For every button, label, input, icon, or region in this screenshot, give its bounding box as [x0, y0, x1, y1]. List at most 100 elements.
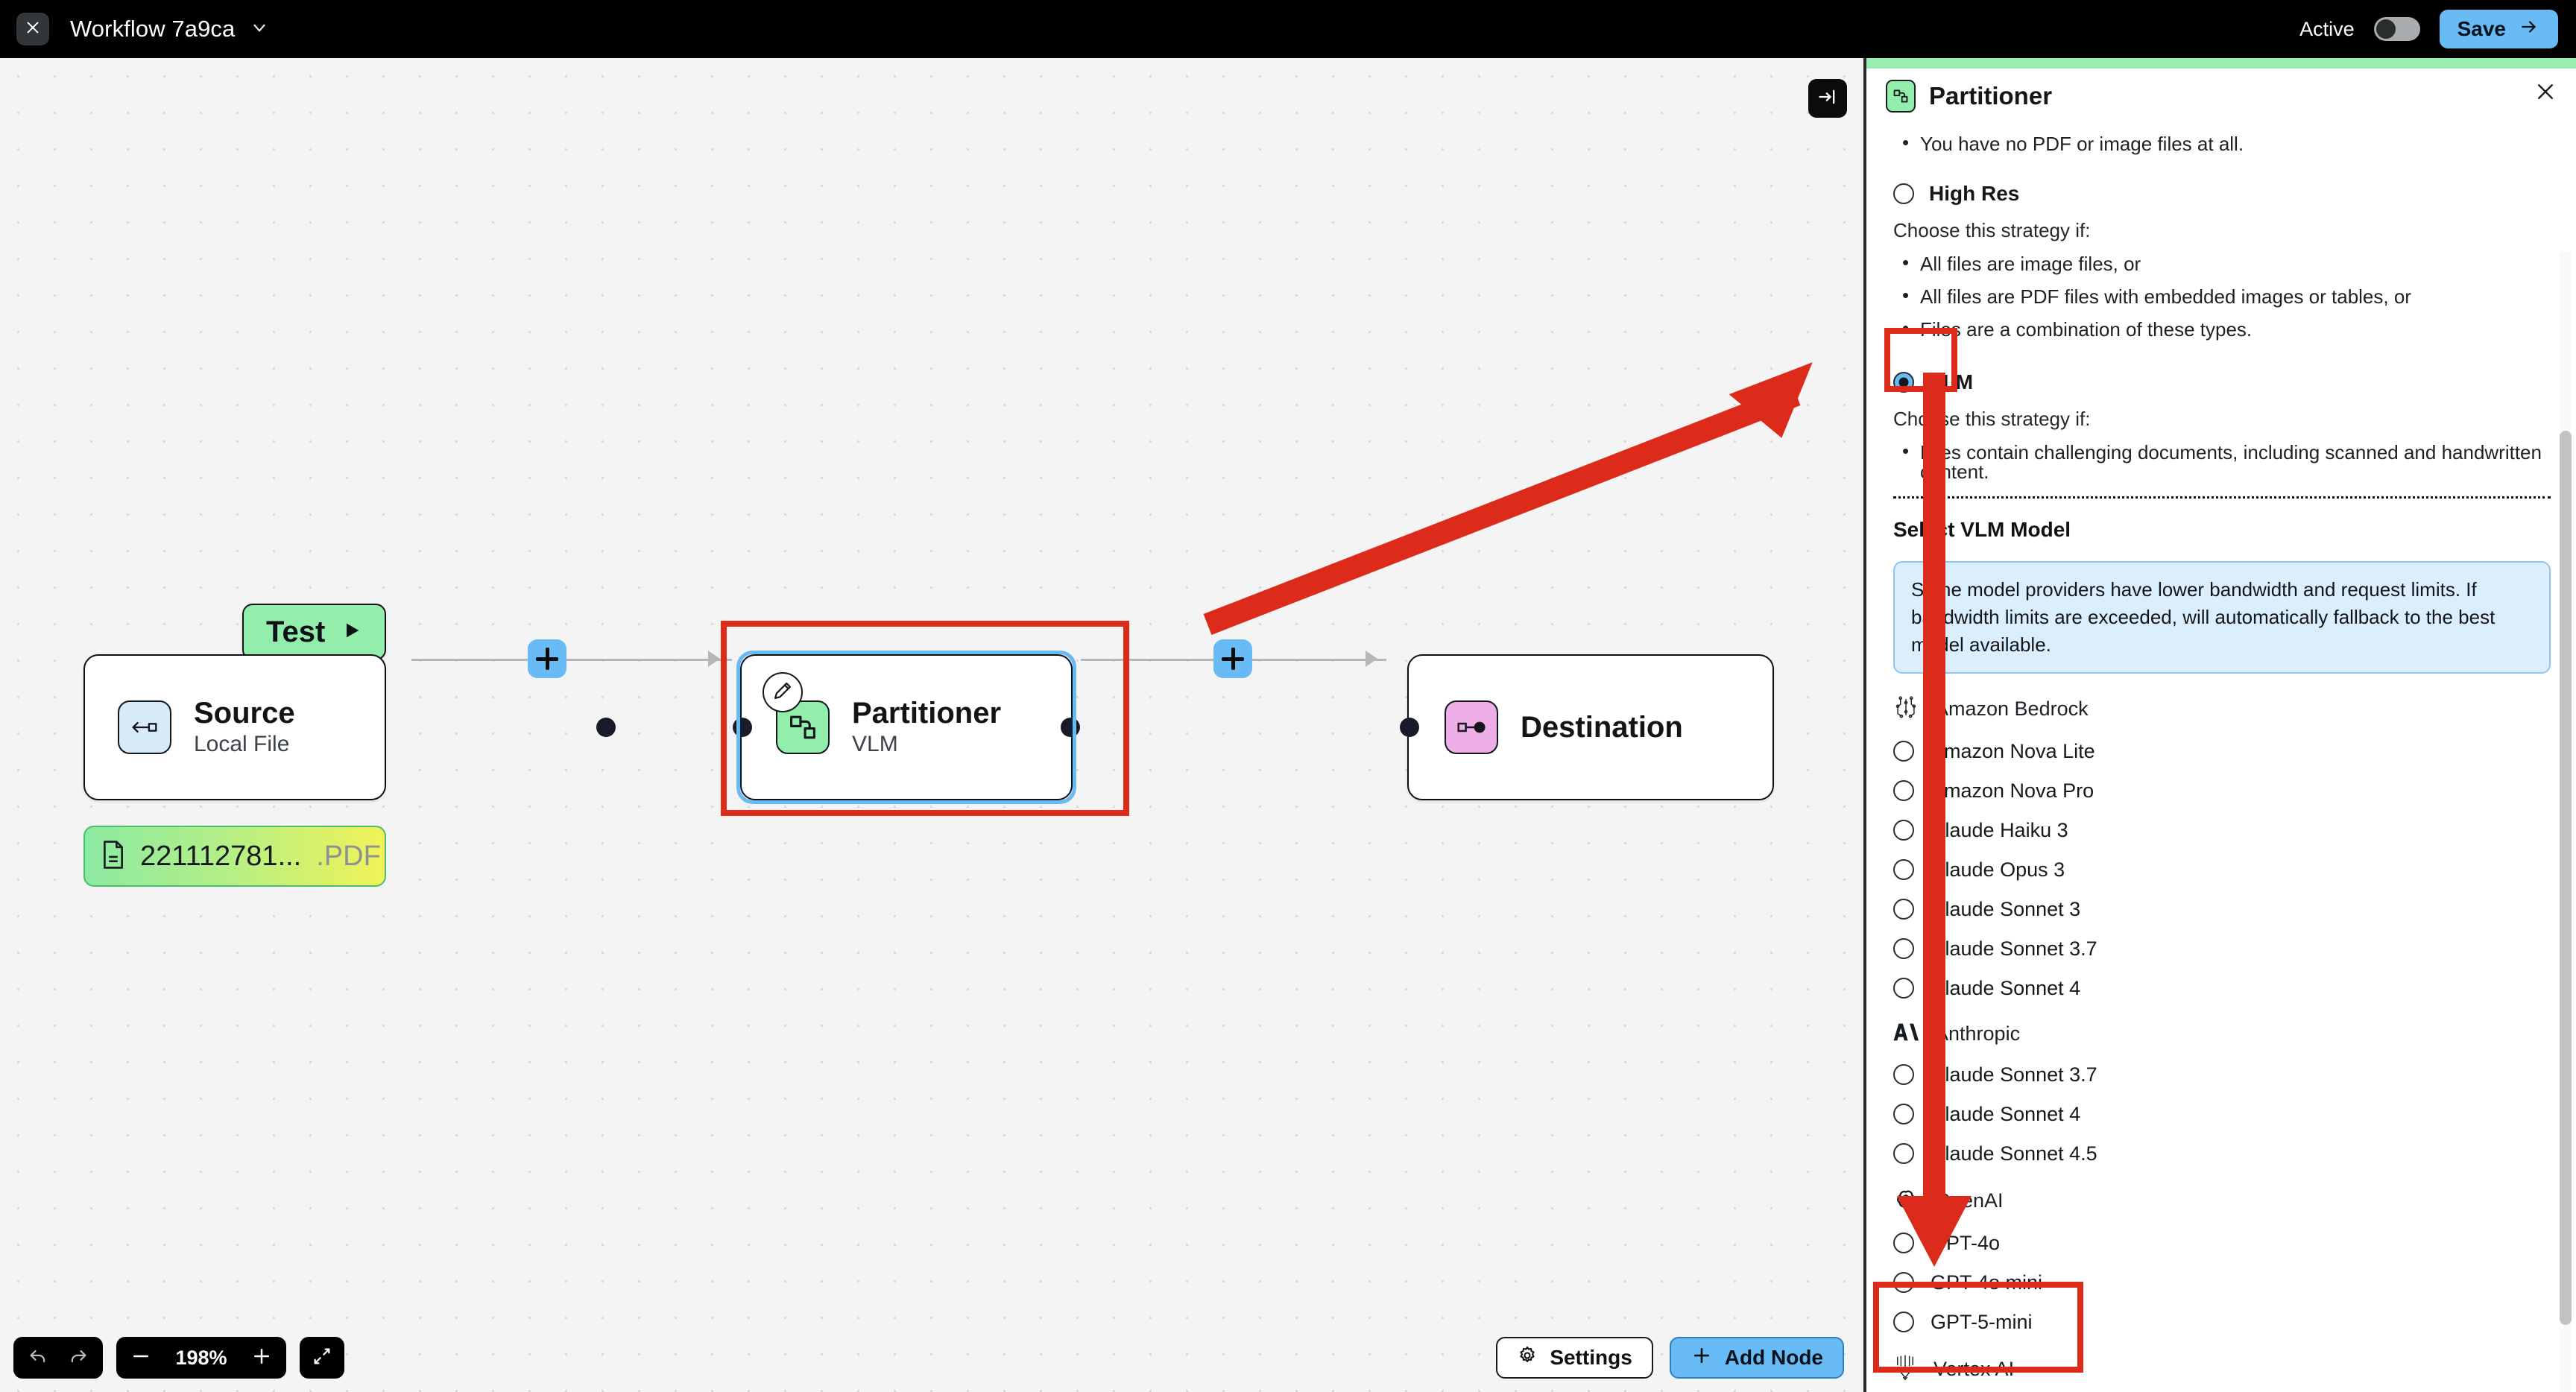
destination-input-port[interactable] — [1400, 718, 1419, 737]
list-item: All files are image files, or — [1893, 253, 2551, 273]
radio-claude-sonnet-4-5[interactable] — [1893, 1143, 1914, 1165]
radio-gpt-5-mini[interactable] — [1893, 1312, 1914, 1333]
radio-claude-sonnet-3-7-bedrock[interactable] — [1893, 938, 1914, 960]
canvas-toolbar-right: Settings Add Node — [1496, 1337, 1844, 1379]
close-workflow-button[interactable] — [16, 13, 49, 45]
source-output-port[interactable] — [596, 718, 616, 737]
radio-amazon-nova-lite[interactable] — [1893, 741, 1914, 762]
node-source-text: Source Local File — [194, 697, 295, 757]
node-source-subtitle: Local File — [194, 732, 290, 757]
workflow-canvas[interactable]: Test Source Local File — [0, 58, 1863, 1392]
active-label: Active — [2299, 17, 2355, 40]
panel-title: Partitioner — [1929, 82, 2053, 110]
radio-claude-sonnet-4-anthropic[interactable] — [1893, 1104, 1914, 1125]
node-settings-panel: Partitioner You have no PDF or image fil… — [1863, 58, 2576, 1392]
model-option-amazon-nova-lite[interactable]: Amazon Nova Lite — [1893, 740, 2551, 763]
model-label: Claude Opus 3 — [1931, 858, 2065, 881]
provider-name: Amazon Bedrock — [1935, 697, 2089, 720]
workflow-menu-button[interactable] — [250, 18, 269, 41]
model-option-gpt-4o-mini[interactable]: GPT-4o mini — [1893, 1271, 2551, 1294]
model-option-gpt-5-mini[interactable]: GPT-5-mini — [1893, 1311, 2551, 1334]
partitioner-output-port[interactable] — [1061, 718, 1080, 737]
top-bar: Workflow 7a9ca Active Save — [0, 0, 2576, 58]
radio-claude-sonnet-4-bedrock[interactable] — [1893, 978, 1914, 999]
partitioner-edit-button[interactable] — [763, 672, 803, 712]
arrow-right-icon — [2518, 17, 2540, 42]
history-controls — [13, 1337, 103, 1379]
radio-amazon-nova-pro[interactable] — [1893, 780, 1914, 802]
strategy-high-res-note: Choose this strategy if: — [1893, 219, 2091, 241]
add-node-button-label: Add Node — [1724, 1346, 1823, 1369]
model-option-claude-sonnet-4-bedrock[interactable]: Claude Sonnet 4 — [1893, 977, 2551, 1000]
model-label: Claude Sonnet 4.5 — [1931, 1142, 2097, 1165]
add-node-button[interactable]: Add Node — [1669, 1337, 1844, 1379]
zoom-level-value[interactable]: 198% — [175, 1346, 227, 1369]
collapse-panel-button[interactable] — [1808, 79, 1847, 118]
strategy-vlm-note: Choose this strategy if: — [1893, 408, 2091, 430]
model-label: Claude Haiku 3 — [1931, 818, 2068, 841]
radio-claude-opus-3[interactable] — [1893, 859, 1914, 881]
strategy-vlm-label: VLM — [1929, 370, 1974, 393]
gear-icon — [1517, 1345, 1538, 1371]
fit-view-button[interactable] — [300, 1337, 344, 1379]
model-option-claude-sonnet-3-7-anthropic[interactable]: Claude Sonnet 3.7 — [1893, 1063, 2551, 1086]
source-file-badge[interactable]: 221112781... .PDF — [83, 826, 386, 887]
add-node-between-source-partitioner-button[interactable] — [528, 639, 566, 678]
model-option-claude-sonnet-3[interactable]: Claude Sonnet 3 — [1893, 898, 2551, 921]
node-source[interactable]: Source Local File — [83, 654, 616, 800]
radio-claude-sonnet-3-7-anthropic[interactable] — [1893, 1064, 1914, 1086]
zoom-out-button[interactable] — [121, 1337, 161, 1379]
zoom-in-button[interactable] — [242, 1337, 282, 1379]
radio-vlm[interactable] — [1893, 372, 1914, 393]
settings-button[interactable]: Settings — [1496, 1337, 1653, 1379]
panel-body[interactable]: You have no PDF or image files at all. H… — [1866, 124, 2576, 1392]
model-label: Amazon Nova Lite — [1931, 739, 2095, 762]
model-option-claude-haiku-3[interactable]: Claude Haiku 3 — [1893, 819, 2551, 842]
top-bullet-list: You have no PDF or image files at all. — [1893, 133, 2551, 154]
fit-view-control — [300, 1337, 344, 1379]
model-option-claude-opus-3[interactable]: Claude Opus 3 — [1893, 858, 2551, 882]
panel-close-button[interactable] — [2534, 80, 2557, 107]
source-file-extension: .PDF — [316, 840, 381, 872]
model-option-claude-sonnet-4-5[interactable]: Claude Sonnet 4.5 — [1893, 1142, 2551, 1165]
model-label: GPT-4o — [1931, 1231, 2001, 1254]
model-option-claude-sonnet-3-7-bedrock[interactable]: Claude Sonnet 3.7 — [1893, 937, 2551, 961]
workflow-title: Workflow 7a9ca — [70, 16, 236, 42]
model-option-claude-sonnet-4-anthropic[interactable]: Claude Sonnet 4 — [1893, 1103, 2551, 1126]
list-item: You have no PDF or image files at all. — [1893, 133, 2551, 154]
node-partitioner-title: Partitioner — [852, 696, 1002, 730]
edge-source-partitioner — [411, 659, 732, 661]
strategy-option-high-res[interactable]: High Res — [1893, 182, 2551, 206]
radio-claude-sonnet-3[interactable] — [1893, 899, 1914, 920]
partitioner-input-port[interactable] — [733, 718, 752, 737]
toggle-knob — [2375, 19, 2396, 39]
openai-icon — [1893, 1186, 1919, 1215]
undo-button[interactable] — [18, 1337, 58, 1379]
model-label: Claude Sonnet 4 — [1931, 976, 2081, 999]
save-button[interactable]: Save — [2439, 10, 2558, 48]
model-label: Claude Sonnet 3.7 — [1931, 1063, 2097, 1086]
panel-scrollbar-thumb[interactable] — [2560, 431, 2572, 1325]
document-icon — [101, 840, 125, 873]
radio-high-res[interactable] — [1893, 183, 1914, 204]
list-item: All files are PDF files with embedded im… — [1893, 285, 2551, 306]
redo-button[interactable] — [58, 1337, 98, 1379]
active-toggle[interactable] — [2373, 17, 2420, 41]
node-destination-title: Destination — [1521, 710, 1683, 744]
node-partitioner-text: Partitioner VLM — [852, 697, 1001, 757]
play-icon — [341, 616, 362, 649]
strategy-option-vlm[interactable]: VLM — [1893, 370, 2551, 394]
node-destination[interactable]: Destination — [1400, 654, 1774, 800]
test-run-button[interactable]: Test — [242, 604, 387, 660]
radio-claude-haiku-3[interactable] — [1893, 820, 1914, 841]
radio-gpt-4o-mini[interactable] — [1893, 1272, 1914, 1294]
model-option-gpt-4o[interactable]: GPT-4o — [1893, 1232, 2551, 1255]
radio-gpt-4o[interactable] — [1893, 1233, 1914, 1254]
aws-bedrock-icon — [1893, 695, 1919, 724]
strategy-high-res-bullets: All files are image files, or All files … — [1893, 253, 2551, 339]
model-option-amazon-nova-pro[interactable]: Amazon Nova Pro — [1893, 779, 2551, 803]
settings-button-label: Settings — [1550, 1346, 1632, 1369]
provider-name: OpenAI — [1935, 1189, 2004, 1212]
provider-name: Anthropic — [1935, 1022, 2021, 1045]
add-node-between-partitioner-destination-button[interactable] — [1213, 639, 1252, 678]
